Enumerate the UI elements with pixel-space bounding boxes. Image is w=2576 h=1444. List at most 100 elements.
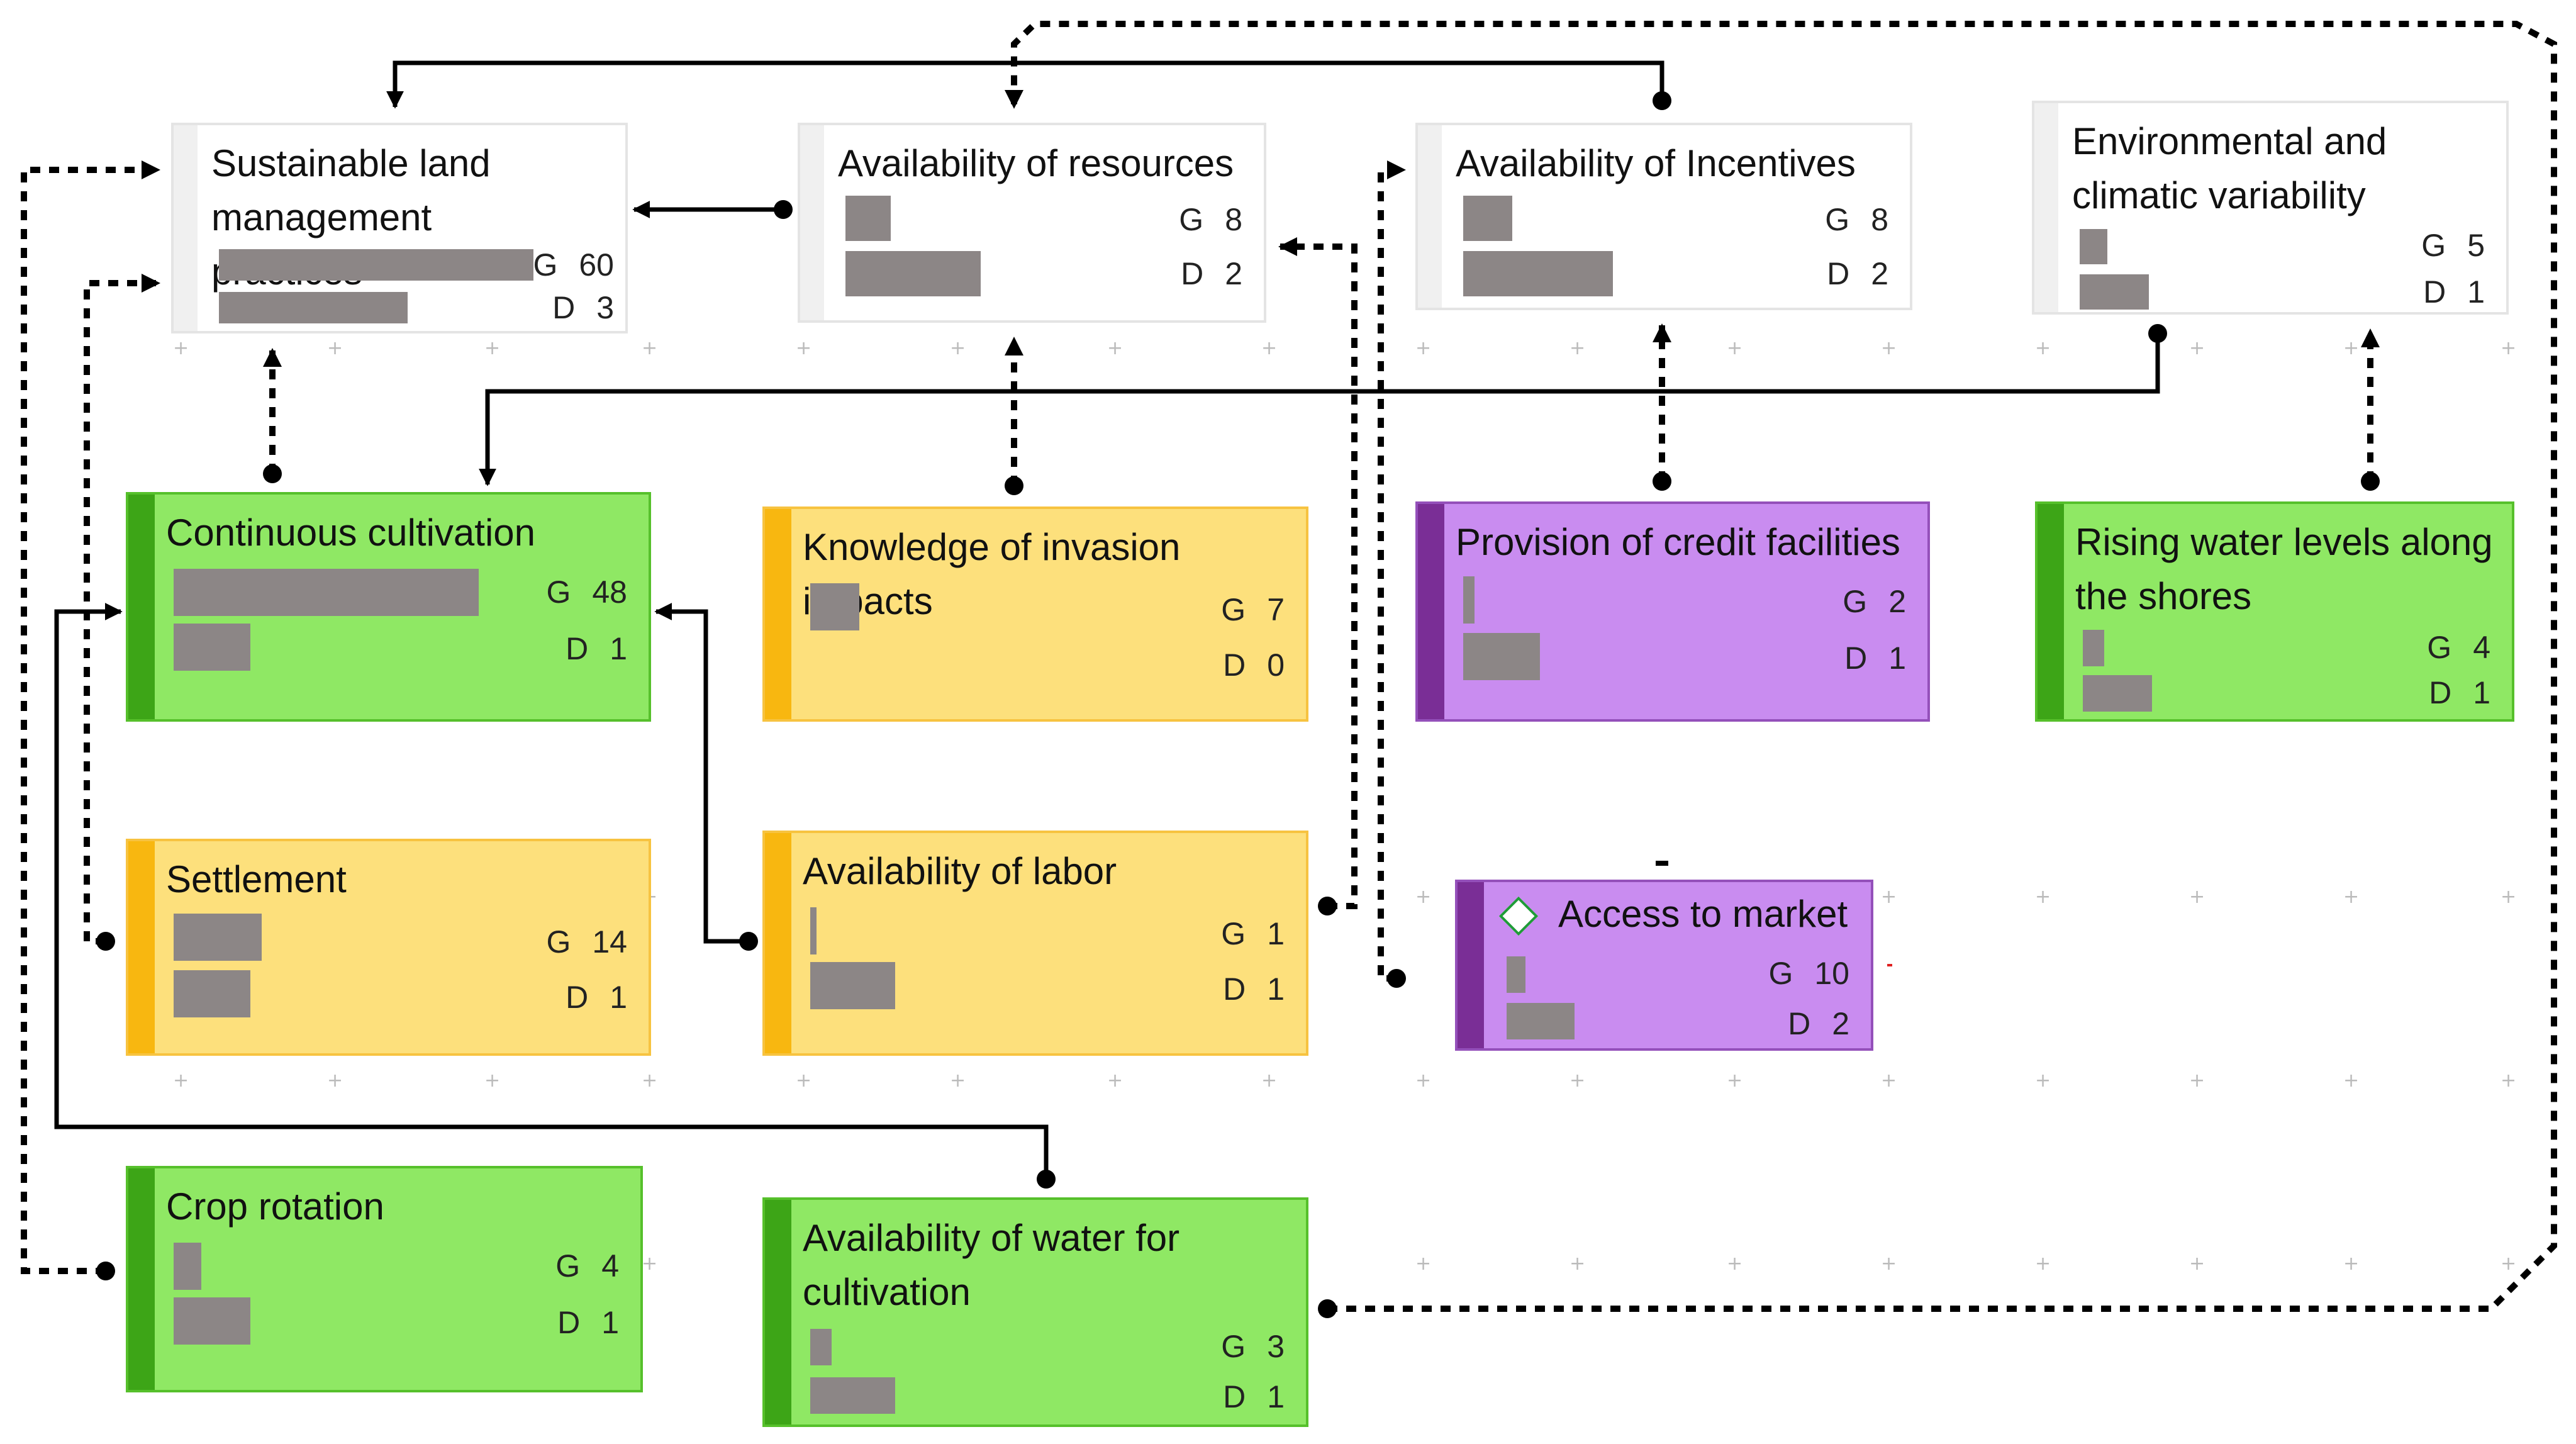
node-stripe [2038, 504, 2064, 719]
node-title: Access to market [1558, 893, 1848, 935]
grid-plus-mark: + [2189, 337, 2205, 359]
grid-plus-mark: + [1881, 337, 1897, 359]
grid-plus-mark: + [2343, 886, 2359, 908]
d-key: D [557, 1305, 581, 1340]
g-value: 14 [592, 924, 627, 960]
g-bar [1463, 196, 1512, 241]
grid-plus-mark: + [2035, 1070, 2051, 1092]
link-origin-dot [1318, 1299, 1337, 1318]
grid-plus-mark: + [2343, 1253, 2359, 1275]
d-bar [1463, 633, 1540, 680]
g-bar [810, 583, 859, 630]
node-title: Provision of credit facilities [1456, 521, 1900, 563]
grid-plus-mark: + [1415, 886, 1431, 908]
node-title: Rising water levels along the shores [2075, 521, 2493, 617]
g-bar [2083, 630, 2104, 666]
node-stripe [128, 495, 155, 719]
g-key: G [546, 574, 571, 610]
node-stripe [1418, 504, 1444, 719]
g-value: 7 [1267, 592, 1285, 627]
g-value: 3 [1267, 1329, 1285, 1364]
g-bar [1463, 576, 1475, 624]
d-bar [174, 624, 250, 671]
link-origin-dot [96, 1262, 115, 1280]
node-title: Availability of labor [803, 850, 1117, 892]
node-stripe [800, 125, 824, 320]
grid-plus-mark: + [484, 1070, 500, 1092]
node-title: Availability of Incentives [1456, 142, 1856, 184]
grid-plus-mark: + [1881, 1070, 1897, 1092]
g-bar [845, 196, 891, 241]
d-key: D [1844, 641, 1868, 676]
node-title: Settlement [166, 858, 347, 900]
grid-plus-mark: + [2035, 1253, 2051, 1275]
grid-plus-mark: + [2189, 1070, 2205, 1092]
node-title: Availability of water for cultivation [803, 1217, 1180, 1313]
grid-plus-mark: + [327, 1070, 343, 1092]
node-sustainable-land-management[interactable]: Sustainable land management practices G6… [171, 123, 628, 333]
link-origin-dot [774, 200, 793, 219]
link-origin-dot [2361, 472, 2380, 491]
d-bar [810, 962, 895, 1009]
g-bar [1507, 956, 1525, 993]
g-value: 48 [592, 574, 627, 610]
g-key: G [1843, 584, 1868, 619]
grid-plus-mark: + [2343, 337, 2359, 359]
g-value: 2 [1888, 584, 1906, 619]
link-incentives-to-slm [386, 60, 1664, 109]
grid-plus-mark: + [1415, 1070, 1431, 1092]
d-bar [2080, 274, 2149, 310]
grid-plus-mark: + [1727, 1070, 1742, 1092]
link-origin-dot [1387, 969, 1406, 988]
node-title: Knowledge of invasion impacts [803, 526, 1181, 622]
node-stripe [765, 833, 791, 1053]
g-value: 5 [2467, 228, 2485, 263]
node-environmental-climatic-variability[interactable]: Environmental and climatic variability G… [2032, 101, 2509, 315]
node-stripe [128, 841, 155, 1053]
node-title: Continuous cultivation [166, 512, 536, 554]
grid-plus-mark: + [1881, 886, 1897, 908]
grid-plus-mark: + [2035, 886, 2051, 908]
d-bar [2083, 675, 2152, 712]
g-bar [174, 914, 262, 961]
grid-plus-mark: + [2343, 1070, 2359, 1092]
g-key: G [533, 247, 558, 283]
d-value: 2 [1871, 256, 1888, 291]
link-origin-dot [1318, 897, 1337, 915]
link-origin-dot [96, 932, 115, 951]
d-value: 1 [2467, 274, 2485, 310]
grid-plus-mark: + [1727, 1253, 1742, 1275]
node-stripe [2034, 103, 2058, 312]
node-stripe [174, 125, 198, 331]
node-stripe [1418, 125, 1442, 308]
grid-plus-mark: + [1415, 337, 1431, 359]
grid-plus-mark: + [1570, 1253, 1585, 1275]
